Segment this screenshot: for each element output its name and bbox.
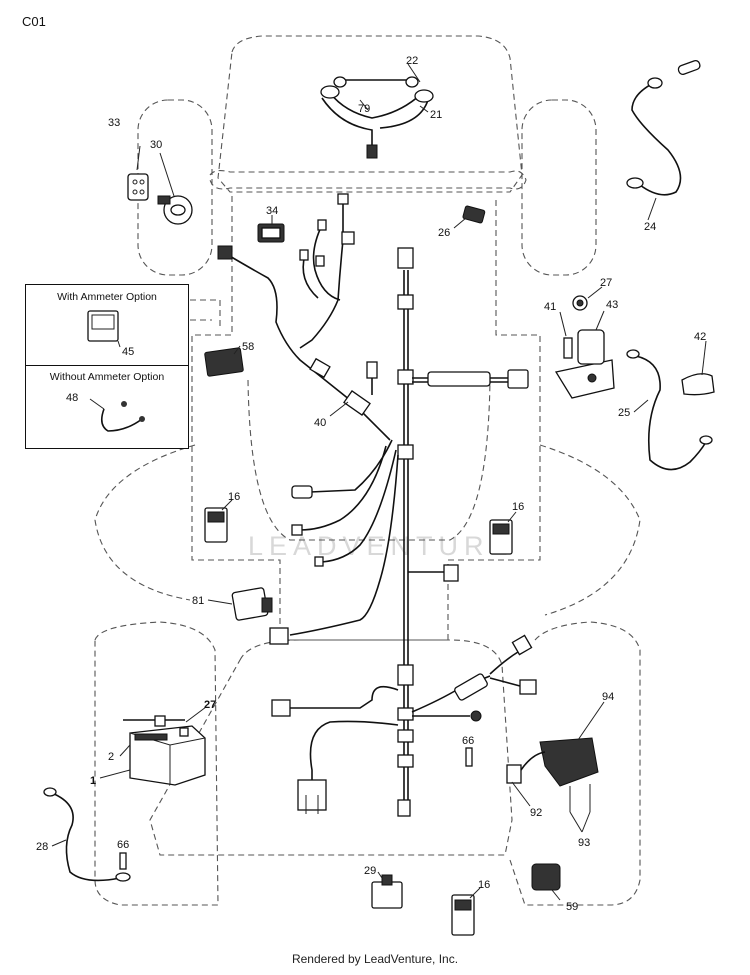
tractor-outline xyxy=(94,35,641,906)
callout-79: 79 xyxy=(358,103,370,115)
callout-81: 81 xyxy=(192,595,204,607)
callout-40: 40 xyxy=(314,417,326,429)
callout-34: 34 xyxy=(266,205,278,217)
option-divider xyxy=(26,365,188,366)
watermark: LEADVENTURE xyxy=(248,531,514,561)
page-code: C01 xyxy=(22,14,46,29)
callout-58: 58 xyxy=(242,341,254,353)
callout-30: 30 xyxy=(150,139,162,151)
callout-16-bottom: 16 xyxy=(478,879,490,891)
callout-16-left: 16 xyxy=(228,491,240,503)
cables xyxy=(43,59,715,882)
ammeter-option-box: With Ammeter Option 45 48 Without Ammete… xyxy=(25,284,189,449)
without-ammeter-title: Without Ammeter Option xyxy=(49,371,165,383)
callout-42: 42 xyxy=(694,331,706,343)
callout-92: 92 xyxy=(530,807,542,819)
callout-28: 28 xyxy=(36,841,48,853)
ignition-switch xyxy=(127,145,193,225)
callout-2: 2 xyxy=(108,751,114,763)
headlight-harness xyxy=(320,76,434,159)
callout-21: 21 xyxy=(430,109,442,121)
callout-94: 94 xyxy=(602,691,614,703)
footer-credit: Rendered by LeadVenture, Inc. xyxy=(291,952,459,966)
callout-24: 24 xyxy=(644,221,656,233)
callouts: 22 79 21 33 30 34 26 24 27 41 43 42 25 5… xyxy=(36,55,706,913)
callout-43: 43 xyxy=(606,299,618,311)
callout-27-battery: 27 xyxy=(204,699,216,711)
callout-33: 33 xyxy=(108,117,120,129)
callout-25: 25 xyxy=(618,407,630,419)
callout-16-right: 16 xyxy=(512,501,524,513)
callout-22: 22 xyxy=(406,55,418,67)
callout-1: 1 xyxy=(90,775,96,787)
callout-66-mid: 66 xyxy=(462,735,474,747)
small-parts xyxy=(87,205,615,936)
callout-41: 41 xyxy=(544,301,556,313)
callout-66-left: 66 xyxy=(117,839,129,851)
option-box-art: 45 48 xyxy=(66,310,145,432)
callout-26: 26 xyxy=(438,227,450,239)
callout-48: 48 xyxy=(66,392,78,404)
callout-45: 45 xyxy=(122,346,134,358)
with-ammeter-title: With Ammeter Option xyxy=(57,291,157,303)
main-harness xyxy=(217,193,537,817)
callout-29: 29 xyxy=(364,865,376,877)
callout-59: 59 xyxy=(566,901,578,913)
callout-93: 93 xyxy=(578,837,590,849)
callout-27-top: 27 xyxy=(600,277,612,289)
